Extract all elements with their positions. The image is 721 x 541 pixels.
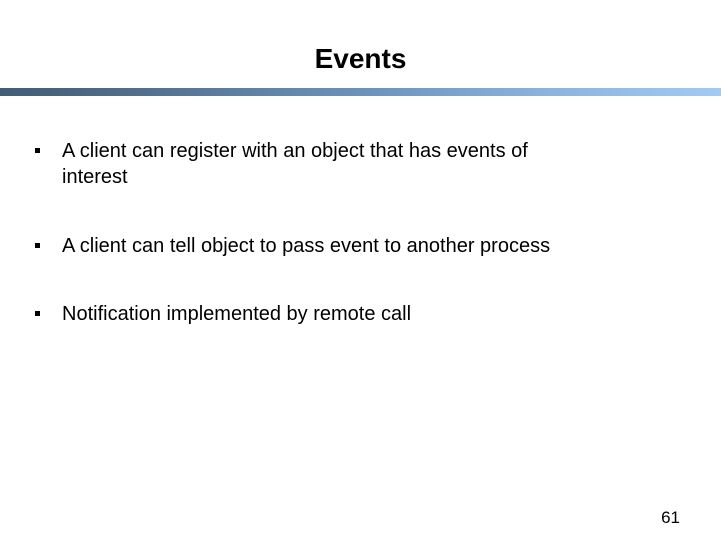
square-bullet-icon: [35, 148, 40, 153]
square-bullet-icon: [35, 311, 40, 316]
page-number: 61: [661, 508, 680, 527]
square-bullet-icon: [35, 243, 40, 248]
bullet-text: Notification implemented by remote call: [62, 303, 412, 325]
title-divider-bar: [0, 88, 721, 96]
bullet-item: A client can register with an object tha…: [35, 138, 686, 190]
bullet-text: A client can register with an object tha…: [62, 140, 528, 188]
bullet-item: Notification implemented by remote call: [35, 301, 686, 327]
slide-title: Events: [314, 43, 407, 74]
bullet-text: A client can tell object to pass event t…: [62, 235, 551, 257]
bullet-item: A client can tell object to pass event t…: [35, 233, 686, 259]
